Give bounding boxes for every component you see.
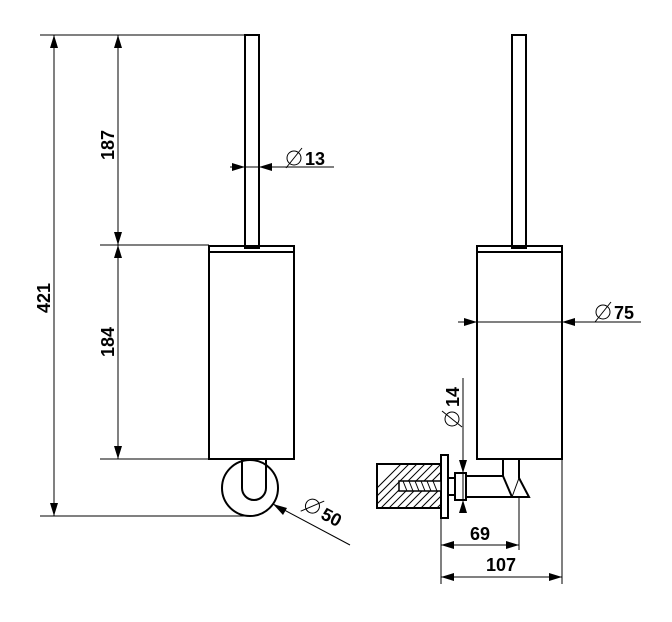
dimension-label-holder-height: 184 (98, 327, 118, 357)
side-extension-lines (440, 459, 563, 584)
front-handle-rod (244, 34, 260, 249)
diameter-symbol-icon (285, 147, 303, 169)
dimension-total-height: 421 (34, 35, 58, 516)
dimension-label-wall-offset: 69 (470, 524, 490, 544)
side-container (476, 251, 563, 460)
dimension-label-total-depth: 107 (486, 555, 516, 575)
dimension-label-rod-length: 187 (98, 130, 118, 160)
side-wall-flange (440, 454, 449, 519)
dimension-label-bracket-diameter: 14 (443, 387, 463, 407)
side-bracket-arm (466, 459, 531, 498)
dimension-holder-diameter: 75 (458, 301, 641, 326)
dimension-bracket-diameter: 14 (441, 378, 467, 513)
dimension-label-rod-diameter: 13 (305, 149, 325, 169)
dimension-wall-offset: 69 (441, 524, 519, 549)
front-base-disc (221, 459, 279, 517)
front-container (208, 251, 295, 460)
dimension-base-diameter: 50 (272, 498, 351, 546)
dimension-holder-height: 184 (98, 245, 122, 459)
dimension-rod-length: 187 (98, 35, 122, 245)
screw-anchor-icon (398, 480, 442, 492)
dimension-rod-diameter: 13 (230, 147, 334, 171)
front-view (208, 34, 295, 517)
diameter-symbol-icon (441, 410, 463, 428)
dimension-label-holder-diameter: 75 (614, 303, 634, 323)
dimension-total-depth: 107 (441, 555, 562, 581)
side-bracket-collar (454, 472, 467, 501)
diameter-symbol-icon (594, 301, 612, 323)
dimension-label-total-height: 421 (34, 283, 54, 313)
side-handle-rod (511, 34, 527, 249)
front-extension-lines (40, 34, 250, 517)
diameter-symbol-icon (300, 498, 325, 514)
dimension-label-base-diameter: 50 (318, 504, 345, 531)
front-brush-head (241, 459, 267, 501)
side-view (376, 34, 563, 519)
side-wall-section (376, 463, 442, 509)
